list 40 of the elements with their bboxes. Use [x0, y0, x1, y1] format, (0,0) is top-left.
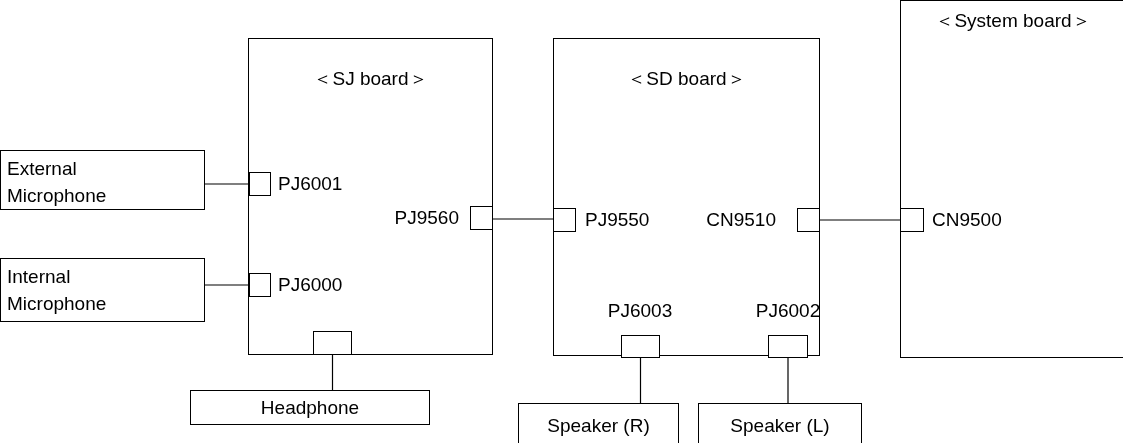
connector-box	[797, 208, 820, 232]
connector-label: PJ6002	[755, 299, 821, 323]
connector-label: PJ6001	[278, 172, 343, 196]
component-label: Headphone	[260, 396, 360, 419]
component-box	[0, 258, 205, 322]
component-label: Speaker (R)	[547, 414, 650, 437]
connector-label: PJ9560	[394, 206, 459, 230]
component-label: External Microphone	[7, 157, 108, 208]
connector-line	[787, 357, 789, 404]
connector-line	[819, 219, 901, 221]
connector-line	[492, 218, 554, 220]
component-box	[190, 390, 430, 425]
component-box	[0, 150, 205, 210]
connector-label: CN9500	[932, 208, 1002, 232]
connector-label: PJ9550	[585, 208, 650, 232]
connector-line	[204, 183, 250, 185]
connector-box	[621, 335, 660, 358]
connector-label: PJ6003	[607, 299, 673, 323]
connector-box	[553, 208, 576, 232]
connector-box	[313, 331, 352, 355]
connector-label: CN9510	[706, 208, 776, 232]
connector-line	[331, 354, 334, 391]
board-title: ＜SD board＞	[626, 67, 747, 91]
component-label: Internal Microphone	[7, 265, 108, 316]
board-box	[248, 38, 493, 355]
connector-box	[768, 335, 808, 358]
connector-line	[204, 284, 250, 286]
connector-box	[900, 208, 924, 232]
component-box	[518, 403, 679, 443]
board-title: ＜System board＞	[935, 9, 1091, 33]
connector-box	[249, 273, 271, 297]
board-box	[900, 0, 1123, 358]
connector-line	[639, 357, 642, 404]
connector-label: PJ6000	[278, 273, 343, 297]
component-label: Speaker (L)	[730, 414, 830, 437]
connector-box	[249, 172, 271, 196]
component-box	[698, 403, 862, 443]
connector-box	[470, 206, 493, 230]
board-box	[553, 38, 820, 356]
board-title: ＜SJ board＞	[312, 67, 429, 91]
